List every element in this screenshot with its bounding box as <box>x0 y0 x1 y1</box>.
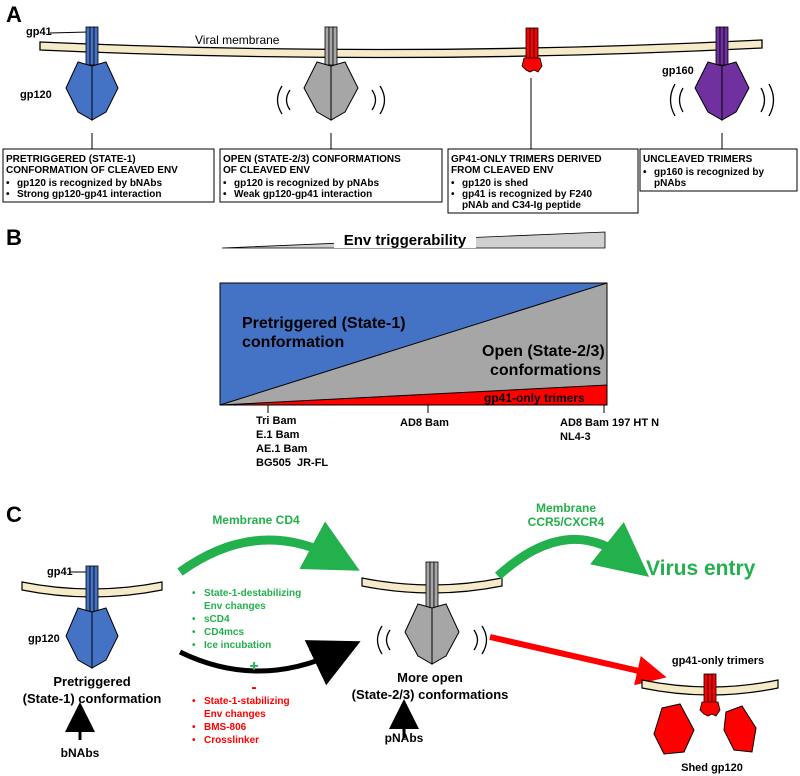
triggerability-label: Env triggerability <box>344 232 467 249</box>
red-item-3: Crosslinker <box>204 735 259 746</box>
red-bullet-3: • <box>192 735 196 746</box>
strain-right-2: NL4-3 <box>560 431 591 443</box>
viral-membrane-label: Viral membrane <box>195 33 280 47</box>
state1-label-1: Pretriggered <box>53 674 130 689</box>
green-item-1b: Env changes <box>204 601 266 612</box>
box-uncleaved <box>639 148 798 192</box>
viral-membrane <box>39 39 763 59</box>
green-item-3: CD4mcs <box>204 627 244 638</box>
red-bullet-1: • <box>192 696 196 707</box>
open-label-2: conformations <box>490 362 601 379</box>
box2-bullet-2: • <box>223 189 227 200</box>
gp41-only-region <box>219 384 608 406</box>
green-bullet-2: • <box>192 614 196 625</box>
box1-item-1: gp120 is recognized by bNAbs <box>17 178 162 189</box>
open-env-c <box>376 561 488 665</box>
reverse-arrow <box>178 640 361 686</box>
virus-entry-label: Virus entry <box>646 557 756 580</box>
shed-gp120-label: Shed gp120 <box>681 762 743 774</box>
box-open <box>219 148 443 203</box>
state1-env-trimer <box>65 26 119 121</box>
green-bullet-1: • <box>192 588 196 599</box>
box3-item-2b: pNAb and C34-Ig peptide <box>462 200 581 211</box>
box1-item-2: Strong gp120-gp41 interaction <box>17 189 161 200</box>
box2-title-2: OF CLEAVED ENV <box>223 165 310 176</box>
coreceptor-label-2: CCR5/CXCR4 <box>528 515 605 529</box>
bnabs-label: bNAbs <box>61 746 100 760</box>
box3-bullet-2: • <box>451 189 455 200</box>
gp41-only-trimers-label: gp41-only trimers <box>672 655 764 667</box>
red-bullet-2: • <box>192 722 196 733</box>
shedding-arrow <box>489 634 667 686</box>
red-item-1b: Env changes <box>204 709 266 720</box>
box3-title-2: FROM CLEAVED ENV <box>451 165 554 176</box>
strain-right-1: AD8 Bam 197 HT N <box>560 417 659 429</box>
gp41-only-trimer-c <box>699 673 721 717</box>
green-item-1a: State-1-destabilizing <box>204 588 301 599</box>
box3-item-1: gp120 is shed <box>462 178 528 189</box>
strain-left-4: BG505 JR-FL <box>256 457 328 469</box>
box2-item-2: Weak gp120-gp41 interaction <box>234 189 372 200</box>
gp120-label-c: gp120 <box>28 633 60 645</box>
box1-title-1: PRETRIGGERED (STATE-1) <box>6 154 136 165</box>
pretriggered-label-2: conformation <box>242 334 344 351</box>
minus-sign: - <box>251 679 256 696</box>
strain-left-1: Tri Bam <box>256 415 297 427</box>
box-gp41only <box>447 148 639 214</box>
box1-bullet-2: • <box>6 189 10 200</box>
green-item-2: sCD4 <box>204 614 230 625</box>
coreceptor-label-1: Membrane <box>536 501 596 515</box>
membrane-cd4-label: Membrane CD4 <box>212 513 300 527</box>
open-label-1: Open (State-2/3) <box>482 343 605 360</box>
gp41-only-trimer-a <box>521 27 543 73</box>
pretriggered-label-1: Pretriggered (State-1) <box>242 315 406 332</box>
red-item-2: BMS-806 <box>204 722 247 733</box>
state1-label-2: (State-1) conformation <box>23 691 162 706</box>
strain-left-2: E.1 Bam <box>256 429 300 441</box>
box4-bullet-1: • <box>643 167 647 178</box>
panel-c-letter: C <box>6 502 22 527</box>
gp41-only-label: gp41-only trimers <box>484 391 585 405</box>
pnabs-label: pNAbs <box>385 731 424 745</box>
open-label-c-1: More open <box>397 670 463 685</box>
box2-bullet-1: • <box>223 178 227 189</box>
state1-env-c <box>65 565 119 669</box>
strain-mid-1: AD8 Bam <box>400 417 449 429</box>
red-item-1a: State-1-stabilizing <box>204 696 290 707</box>
gp41-label-c: gp41 <box>47 566 73 578</box>
panel-b-letter: B <box>6 225 22 250</box>
box2-title-1: OPEN (STATE-2/3) CONFORMATIONS <box>223 154 401 165</box>
box4-item-1a: gp160 is recognized by <box>654 167 764 178</box>
triggerability-label-bg <box>334 230 476 248</box>
box2-item-1: gp120 is recognized by pNAbs <box>234 178 379 189</box>
gp120-label-a: gp120 <box>20 89 52 101</box>
cd4-arrow <box>177 521 360 576</box>
open-label-c-2: (State-2/3) conformations <box>352 687 509 702</box>
coreceptor-arrow <box>494 522 650 580</box>
box3-bullet-1: • <box>451 178 455 189</box>
green-bullet-3: • <box>192 627 196 638</box>
box3-title-1: GP41-ONLY TRIMERS DERIVED <box>451 154 602 165</box>
shed-gp120-left <box>653 703 695 755</box>
shed-gp120-right <box>723 705 757 753</box>
open-env-trimer <box>276 26 386 121</box>
gp41-label-a: gp41 <box>26 26 52 38</box>
panel-a-letter: A <box>6 2 22 27</box>
green-item-4: Ice incubation <box>204 640 271 651</box>
box1-bullet-1: • <box>6 178 10 189</box>
box-state1 <box>2 148 215 203</box>
box4-title-1: UNCLEAVED TRIMERS <box>643 154 753 165</box>
strain-left-3: AE.1 Bam <box>256 443 308 455</box>
box1-title-2: CONFORMATION OF CLEAVED ENV <box>6 165 178 176</box>
gp160-label: gp160 <box>662 65 694 77</box>
uncleaved-env-trimer <box>669 26 775 121</box>
plus-sign: + <box>249 658 258 675</box>
green-bullet-4: • <box>192 640 196 651</box>
box3-item-2a: gp41 is recognized by F240 <box>462 189 592 200</box>
box4-item-1b: pNAbs <box>654 178 687 189</box>
gp41-pointer <box>49 31 89 34</box>
